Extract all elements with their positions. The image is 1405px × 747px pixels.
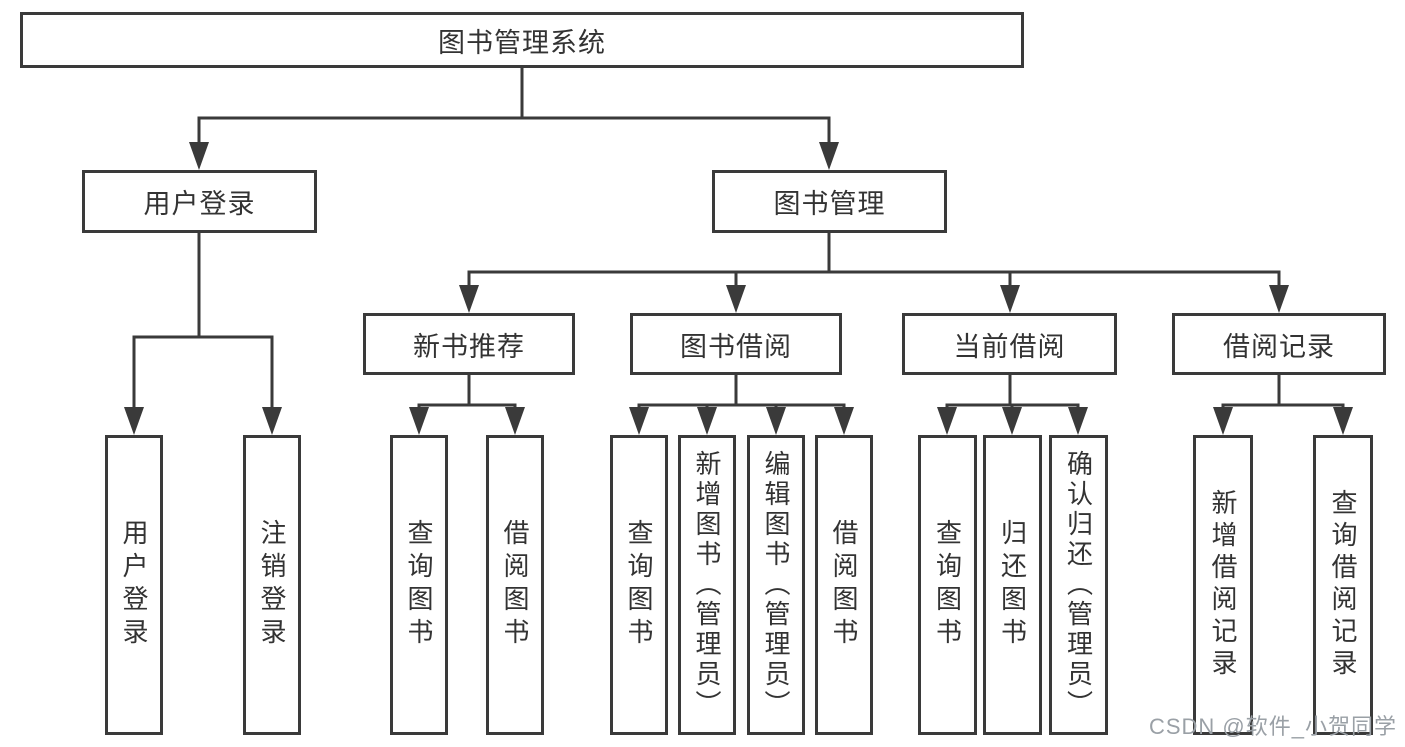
node-label: 用户登录 <box>143 189 256 219</box>
leaf-borrow-books-borrowing: 借阅图书 <box>815 435 873 735</box>
node-label: 编辑图书（管理员） <box>761 450 791 720</box>
leaf-return-books: 归还图书 <box>983 435 1042 735</box>
node-label: 新增图书（管理员） <box>692 450 722 720</box>
node-current-borrowing: 当前借阅 <box>902 313 1117 375</box>
leaf-query-books-borrowing: 查询图书 <box>610 435 668 735</box>
node-label: 图书借阅 <box>680 331 792 362</box>
leaf-edit-books-admin: 编辑图书（管理员） <box>747 435 805 735</box>
node-library-system: 图书管理系统 <box>20 12 1024 68</box>
node-label: 新书推荐 <box>413 331 525 362</box>
leaf-add-borrow-record: 新增借阅记录 <box>1193 435 1253 735</box>
leaf-logout: 注销登录 <box>243 435 301 735</box>
leaf-user-login: 用户登录 <box>105 435 163 735</box>
node-label: 查询图书 <box>932 519 963 651</box>
node-label: 图书管理系统 <box>438 27 606 58</box>
node-label: 借阅图书 <box>829 519 859 651</box>
leaf-query-books-current: 查询图书 <box>918 435 977 735</box>
node-label: 图书管理 <box>773 189 886 219</box>
node-book-management: 图书管理 <box>712 170 947 233</box>
node-book-borrowing: 图书借阅 <box>630 313 842 375</box>
node-label: 查询图书 <box>404 519 434 651</box>
node-label: 用户登录 <box>119 519 149 651</box>
leaf-query-borrow-record: 查询借阅记录 <box>1313 435 1373 735</box>
node-label: 注销登录 <box>257 519 287 651</box>
watermark: CSDN @软件_小贺同学 <box>1148 714 1397 739</box>
node-new-book-recommend: 新书推荐 <box>363 313 575 375</box>
node-label: 归还图书 <box>997 519 1028 651</box>
node-user-login: 用户登录 <box>82 170 317 233</box>
node-label: 查询借阅记录 <box>1328 489 1358 681</box>
node-label: 借阅记录 <box>1223 331 1335 362</box>
leaf-add-books-admin: 新增图书（管理员） <box>678 435 736 735</box>
node-label: 当前借阅 <box>953 331 1066 362</box>
node-borrowing-records: 借阅记录 <box>1172 313 1386 375</box>
node-label: 查询图书 <box>624 519 654 651</box>
leaf-query-books-recommend: 查询图书 <box>390 435 448 735</box>
leaf-borrow-books-recommend: 借阅图书 <box>486 435 544 735</box>
node-label: 借阅图书 <box>500 519 530 651</box>
leaf-confirm-return-admin: 确认归还（管理员） <box>1049 435 1108 735</box>
node-label: 新增借阅记录 <box>1208 489 1238 681</box>
node-label: 确认归还（管理员） <box>1063 450 1094 720</box>
